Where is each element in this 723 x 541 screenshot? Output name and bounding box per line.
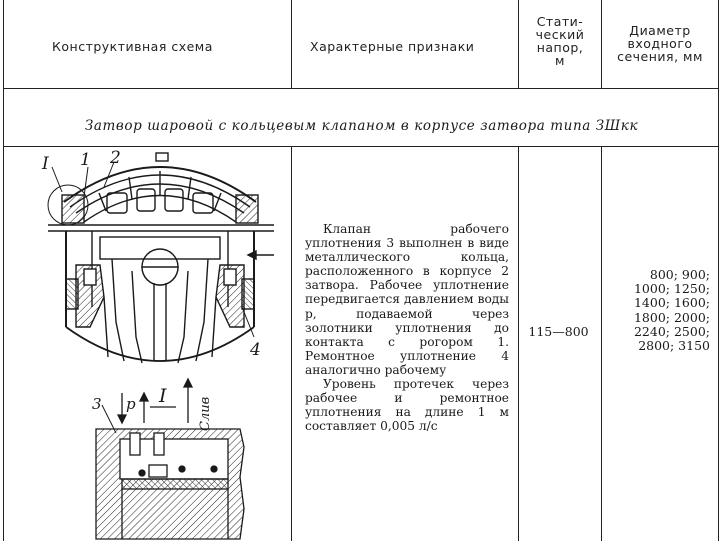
diameter-line: 2800; 3150 xyxy=(638,338,710,354)
callout-labels: I 1 2 4 xyxy=(41,148,261,360)
column-divider-3 xyxy=(601,0,602,88)
detail-label-p: p xyxy=(126,395,136,413)
header-diameter: Диаметр входного сечения, мм xyxy=(617,23,703,64)
label-1: 1 xyxy=(80,150,91,170)
table-border-right xyxy=(718,0,719,541)
label-2: 2 xyxy=(109,148,121,168)
column-divider-2 xyxy=(518,0,519,88)
detail-label-sliv: Слив xyxy=(198,397,213,431)
section-divider xyxy=(3,146,719,147)
section-title: Затвор шаровой с кольцевым клапаном в ко… xyxy=(84,118,639,134)
header-features: Характерные признаки xyxy=(310,39,475,54)
table-border-left xyxy=(3,0,4,541)
column-divider-1b xyxy=(291,146,292,541)
label-I: I xyxy=(41,154,49,174)
diameter-values: 800; 900; 1000; 1250; 1400; 1600; 1800; … xyxy=(606,267,710,354)
detail-section xyxy=(95,377,245,540)
static-head-value: 115—800 xyxy=(528,324,589,339)
column-divider-2b xyxy=(518,146,519,541)
diameter-line: 1000; 1250; xyxy=(633,281,710,297)
column-divider-1 xyxy=(291,0,292,88)
diameter-line: 1800; 2000; xyxy=(633,309,710,325)
valve-drawing: I 1 2 4 3 xyxy=(41,148,274,540)
diameter-line: 2240; 2500; xyxy=(633,323,710,339)
header-static-head: Стати- ческий напор, м xyxy=(535,14,585,68)
column-divider-3b xyxy=(601,146,602,541)
description-paragraph: Клапан рабочего уплотнения 3 выполнен в … xyxy=(305,222,509,377)
detail-label-I: I xyxy=(158,385,167,407)
detail-label-3: 3 xyxy=(92,395,102,413)
header-divider xyxy=(3,88,719,89)
diameter-line: 1400; 1600; xyxy=(633,295,710,311)
label-4: 4 xyxy=(249,340,261,360)
diameter-line: 800; 900; xyxy=(649,267,710,282)
header-scheme: Конструктивная схема xyxy=(52,39,213,54)
features-description: Клапан рабочего уплотнения 3 выполнен в … xyxy=(305,222,509,433)
description-paragraph: Уровень протечек через рабочее и ремонтн… xyxy=(305,377,509,434)
valve-body xyxy=(47,152,274,364)
